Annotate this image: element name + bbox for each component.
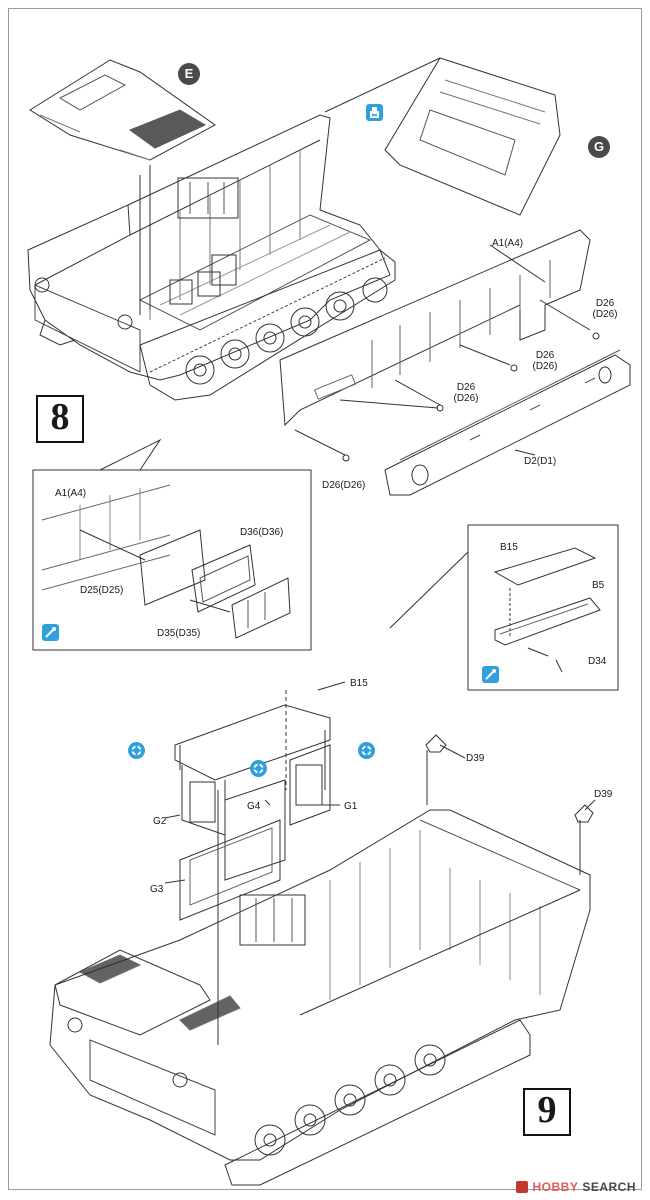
paint-icon [482, 666, 499, 683]
part-e-badge: E [178, 63, 200, 85]
watermark-brand: HOBBY [532, 1180, 579, 1194]
step9-cab-parts [164, 681, 596, 1045]
option-icon [250, 760, 267, 777]
label-d2-d1: D2(D1) [524, 456, 557, 467]
label-g4: G4 [247, 801, 261, 812]
hobby-search-logo-icon [516, 1181, 529, 1193]
paint-icon [42, 624, 59, 641]
label-g2: G2 [153, 816, 167, 827]
watermark-rest: SEARCH [582, 1180, 636, 1194]
label-g1: G1 [344, 801, 358, 812]
bolts-d26 [342, 332, 600, 462]
step-8-number: 8 [36, 395, 84, 443]
label-d39-1: D39 [466, 753, 485, 764]
inset-left-art [41, 484, 291, 639]
step9-hull [49, 809, 591, 1186]
inset-label-d34: D34 [588, 656, 607, 667]
label-d26-2: D26(D26) [532, 350, 558, 372]
label-b15: B15 [350, 678, 368, 689]
inset-label-d36: D36(D36) [240, 527, 284, 538]
instruction-sheet [8, 8, 642, 1190]
label-d26-4: D26(D26) [322, 480, 366, 491]
label-g3: G3 [150, 884, 164, 895]
step8-hull [27, 114, 396, 401]
fender-d2 [384, 349, 631, 496]
step-9-number: 9 [523, 1088, 571, 1136]
inset-label-b15: B15 [500, 542, 518, 553]
option-icon [358, 742, 375, 759]
engine-deck-e [29, 59, 216, 315]
inset-label-d35: D35(D35) [157, 628, 201, 639]
inset-label-d25: D25(D25) [80, 585, 124, 596]
label-d39-2: D39 [594, 789, 613, 800]
inset-label-b5: B5 [592, 580, 605, 591]
part-g-badge: G [588, 136, 610, 158]
glue-icon [366, 104, 383, 121]
label-d26-3: D26(D26) [453, 382, 479, 404]
inset-right-art [493, 547, 601, 673]
label-a1-a4: A1(A4) [492, 238, 524, 249]
option-icon [128, 742, 145, 759]
side-wall-a1 [279, 229, 591, 456]
top-panel-g [324, 57, 561, 216]
inset-label-a1: A1(A4) [55, 488, 87, 499]
label-d26-1: D26(D26) [592, 298, 618, 320]
watermark: HOBBY SEARCH [516, 1180, 636, 1194]
